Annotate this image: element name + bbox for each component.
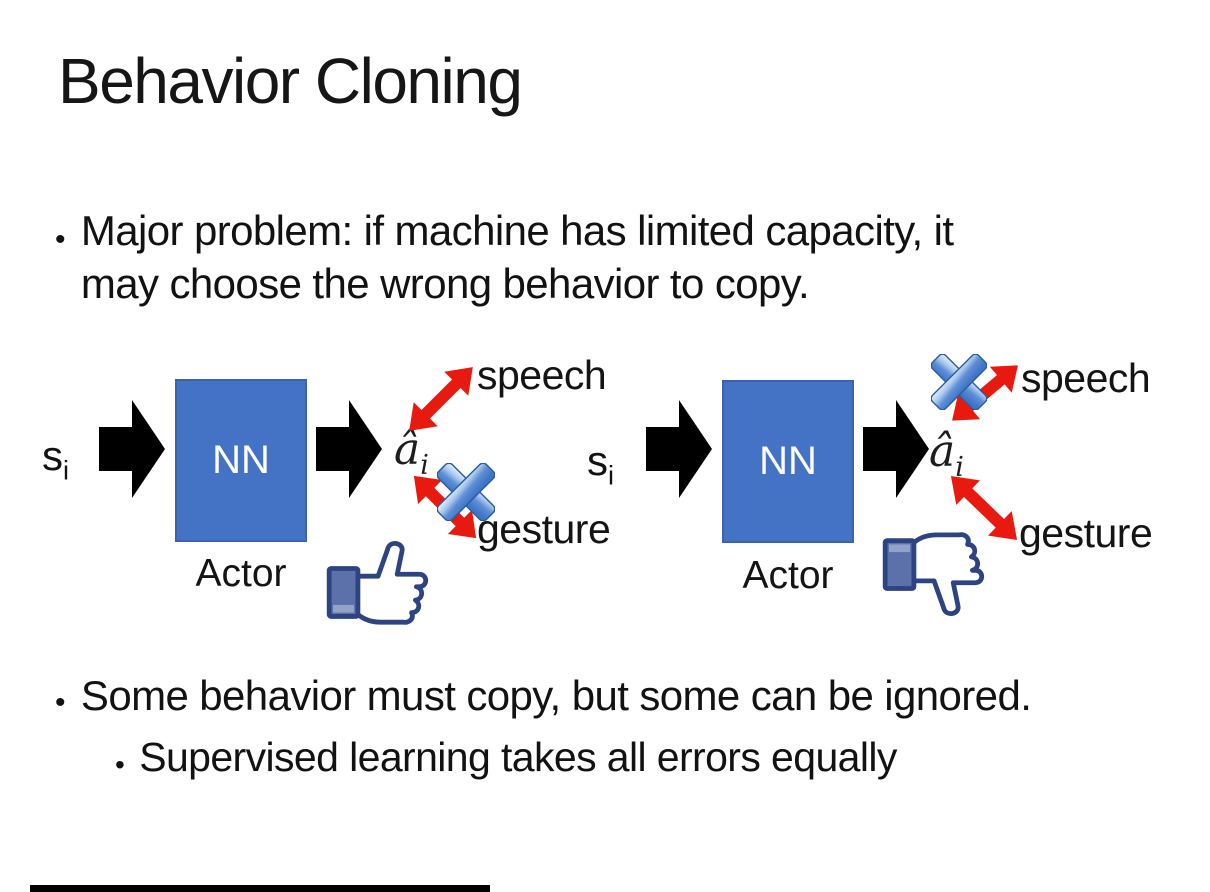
right-speech-label: speech: [1021, 355, 1151, 401]
left-input-state-label: si: [42, 432, 69, 486]
thumbs-down-icon: [879, 531, 991, 623]
bullet-supervised-text: Supervised learning takes all errors equ…: [139, 734, 897, 780]
right-input-main: s: [587, 437, 608, 484]
bullet-major-problem-line1: Major problem: if machine has limited ca…: [80, 207, 954, 254]
bottom-bar: [30, 885, 490, 892]
left-input-main: s: [42, 432, 63, 479]
bullet-dot: •: [55, 686, 66, 719]
right-nn-box: NN: [722, 380, 854, 543]
bullet-some-behavior: • Some behavior must copy, but some can …: [55, 672, 1032, 727]
right-input-state-label: si: [587, 437, 614, 491]
bullet-supervised: • Supervised learning takes all errors e…: [115, 734, 897, 788]
left-input-sub: i: [63, 455, 69, 486]
bullet-major-problem: • Major problem: if machine has limited …: [55, 204, 954, 310]
left-nn-label: NN: [212, 438, 270, 482]
left-output-sub: i: [420, 449, 429, 481]
right-output-main: â: [929, 426, 956, 477]
right-output-action-label: âi: [929, 426, 964, 483]
right-actor-caption: Actor: [742, 554, 834, 597]
left-speech-double-arrow-icon: [397, 355, 485, 443]
page-title: Behavior Cloning: [58, 45, 523, 117]
bullet-some-behavior-text: Some behavior must copy, but some can be…: [80, 672, 1032, 719]
right-input-flow-arrow-icon: [646, 400, 712, 498]
bullet-major-problem-text: Major problem: if machine has limited ca…: [81, 204, 954, 310]
right-input-sub: i: [608, 460, 614, 491]
right-output-flow-arrow-icon: [863, 400, 929, 498]
bullet-dot: •: [115, 749, 125, 780]
bullet-dot: •: [55, 223, 66, 256]
left-actor-caption: Actor: [195, 552, 287, 595]
left-output-main: â: [394, 424, 421, 475]
right-output-sub: i: [955, 451, 964, 483]
left-gesture-label: gesture: [477, 506, 611, 552]
thumbs-up-icon: [323, 534, 435, 626]
left-nn-box: NN: [175, 379, 307, 542]
right-nn-label: NN: [759, 439, 817, 483]
left-speech-label: speech: [477, 352, 607, 398]
left-output-action-label: âi: [394, 424, 429, 481]
bullet-major-problem-line2: may choose the wrong behavior to copy.: [80, 260, 810, 307]
left-cross-icon: [437, 463, 495, 521]
left-input-flow-arrow-icon: [99, 400, 165, 498]
right-cross-icon: [931, 354, 987, 410]
left-output-flow-arrow-icon: [316, 400, 382, 498]
right-gesture-label: gesture: [1019, 510, 1153, 556]
